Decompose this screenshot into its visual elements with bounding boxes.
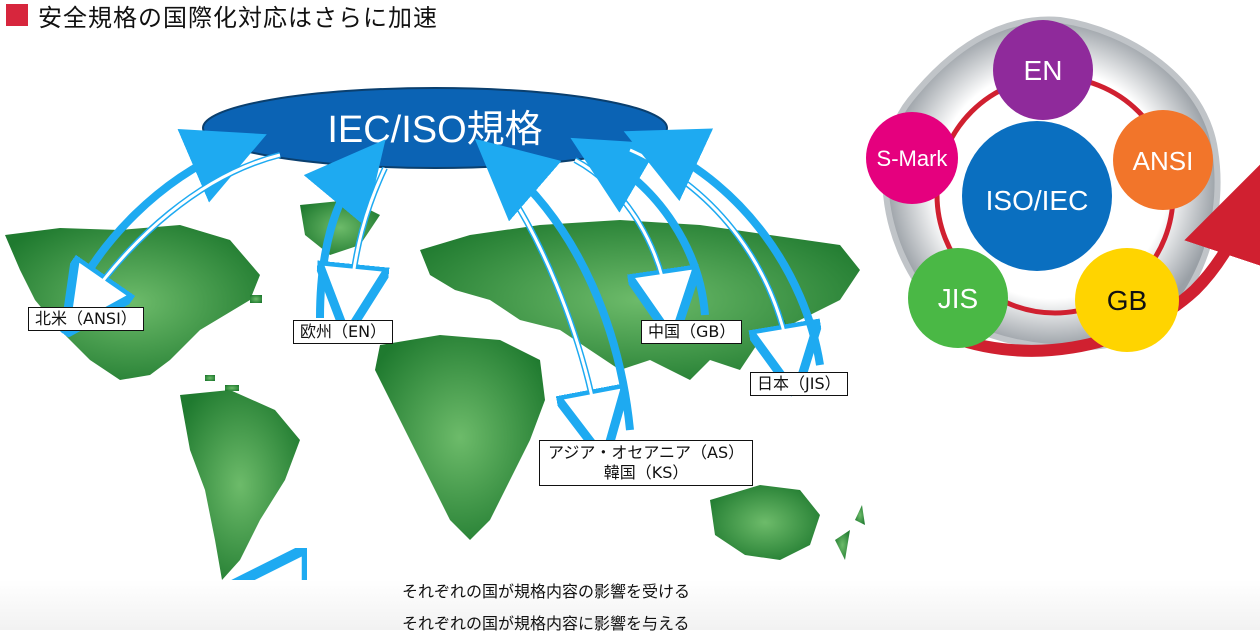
australia-shape bbox=[710, 485, 820, 560]
africa-shape bbox=[375, 335, 545, 540]
node-ansi bbox=[1113, 110, 1213, 210]
node-jis-label: JIS bbox=[938, 283, 978, 314]
node-smark-label: S-Mark bbox=[877, 146, 949, 171]
title-text: 安全規格の国際化対応はさらに加速 bbox=[38, 3, 438, 32]
south-america-shape bbox=[180, 390, 300, 580]
page-title: 安全規格の国際化対応はさらに加速 bbox=[6, 0, 438, 32]
legend-give-text: それぞれの国が規格内容に影響を与える bbox=[402, 614, 690, 633]
node-ansi-label: ANSI bbox=[1133, 146, 1194, 176]
legend-receive-text: それぞれの国が規格内容の影響を受ける bbox=[402, 582, 691, 601]
region-japan: 日本（JIS） bbox=[750, 372, 848, 396]
region-china: 中国（GB） bbox=[641, 320, 743, 344]
node-center bbox=[962, 121, 1112, 271]
node-gb-label: GB bbox=[1107, 285, 1147, 316]
arrow-as-give bbox=[474, 138, 634, 431]
influence-arrows bbox=[70, 128, 824, 431]
island-5 bbox=[855, 505, 865, 525]
node-en bbox=[993, 20, 1093, 120]
node-smark bbox=[866, 112, 958, 204]
region-europe: 欧州（EN） bbox=[293, 320, 394, 344]
standards-cycle: ISO/IEC EN ANSI GB JIS S-Mark bbox=[866, 16, 1260, 357]
node-center-label: ISO/IEC bbox=[986, 185, 1089, 216]
node-jis bbox=[908, 248, 1008, 348]
node-en-label: EN bbox=[1024, 55, 1063, 86]
region-north-america: 北米（ANSI） bbox=[28, 307, 144, 331]
island-3 bbox=[225, 385, 239, 391]
island-1 bbox=[250, 295, 262, 303]
iec-iso-label: IEC/ISO規格 bbox=[327, 109, 542, 151]
island-2 bbox=[205, 375, 215, 381]
island-4 bbox=[835, 530, 850, 560]
world-map bbox=[5, 200, 865, 580]
region-asia-oceania-line2: 韓国（KS） bbox=[603, 463, 689, 482]
arrow-jp-give bbox=[623, 128, 824, 366]
node-gb bbox=[1075, 248, 1179, 352]
region-asia-oceania: アジア・オセアニア（AS） 韓国（KS） bbox=[539, 440, 754, 486]
title-marker bbox=[6, 4, 28, 26]
region-asia-oceania-line1: アジア・オセアニア（AS） bbox=[548, 443, 745, 462]
bottom-fade bbox=[0, 580, 1260, 630]
